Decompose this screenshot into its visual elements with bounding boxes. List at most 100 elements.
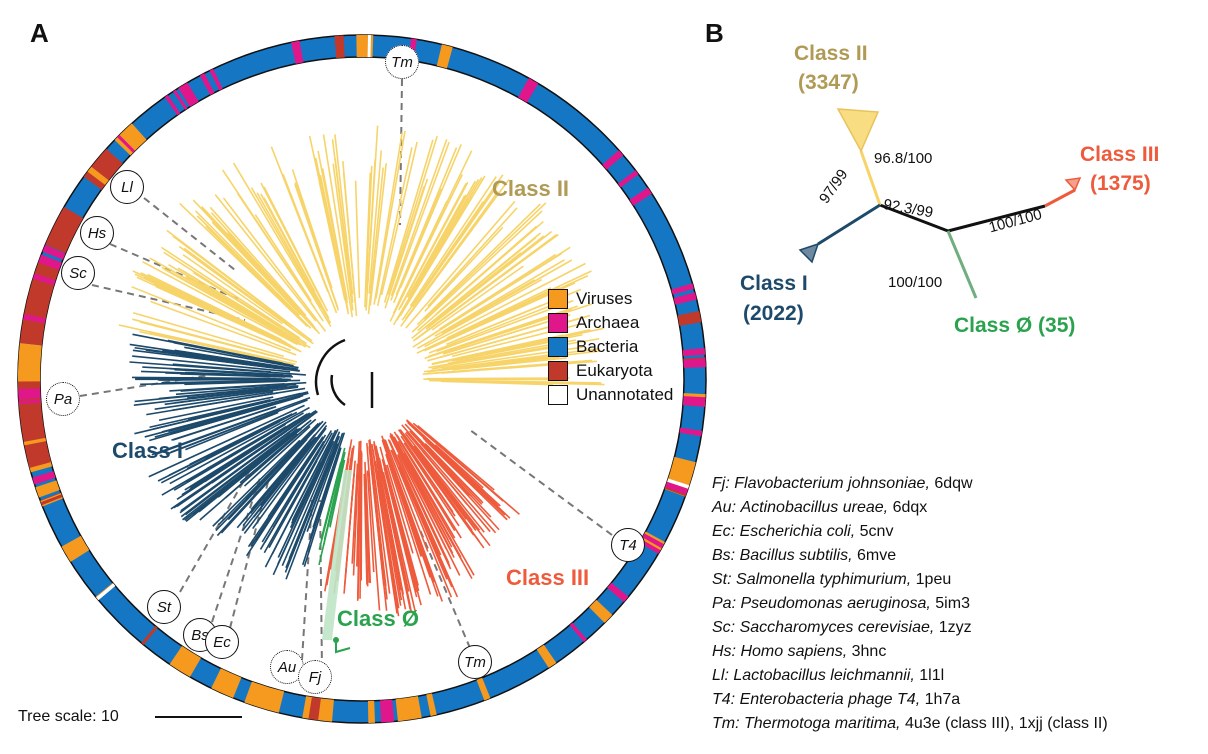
tree-branch bbox=[434, 259, 565, 337]
tree-branch bbox=[261, 440, 325, 543]
ring-segment bbox=[379, 699, 391, 723]
tree-branches bbox=[118, 125, 605, 654]
tree-branch bbox=[179, 202, 309, 328]
tree-branch bbox=[334, 134, 354, 295]
tree-branch bbox=[427, 207, 518, 307]
species-name: Homo sapiens, bbox=[740, 643, 848, 660]
tree-branch bbox=[383, 467, 418, 598]
ring-segment bbox=[395, 696, 422, 722]
tree-branch bbox=[282, 173, 338, 314]
tree-branch bbox=[389, 435, 447, 550]
tree-branch bbox=[149, 257, 307, 348]
tree-branch bbox=[241, 436, 317, 532]
tree-branch bbox=[411, 431, 492, 518]
ring-segment bbox=[639, 539, 661, 553]
tree-branch bbox=[192, 433, 294, 516]
unrooted-class0-label: Class Ø (35) bbox=[954, 314, 1076, 337]
panel-a-letter: A bbox=[30, 18, 49, 48]
tree-branch bbox=[187, 385, 299, 399]
tree-branch bbox=[243, 425, 311, 487]
taxonomy-ring-segments bbox=[18, 35, 706, 723]
tree-branch bbox=[221, 169, 316, 310]
species-pdb: 6dqw bbox=[934, 475, 973, 492]
tree-branch bbox=[425, 230, 553, 330]
ring-segment bbox=[673, 292, 697, 305]
ring-segment bbox=[244, 681, 255, 704]
tree-branch bbox=[397, 443, 464, 562]
tree-branch bbox=[212, 439, 301, 527]
legend-item: Unannotated bbox=[548, 383, 673, 407]
class2-label: Class II bbox=[492, 176, 570, 201]
tree-scale-label: Tree scale: 10 bbox=[18, 708, 119, 725]
tree-branch bbox=[404, 423, 483, 505]
tree-branch bbox=[352, 441, 361, 576]
ring-segment bbox=[23, 314, 46, 324]
tree-branch bbox=[334, 158, 354, 302]
tree-branch bbox=[306, 432, 344, 532]
tree-branch bbox=[401, 200, 485, 321]
ring-segment bbox=[164, 95, 181, 116]
tree-branch bbox=[399, 144, 462, 288]
unrooted-class3-name: Class III bbox=[1080, 143, 1160, 166]
species-pdb: 1h7a bbox=[924, 691, 961, 708]
tree-branch bbox=[384, 439, 429, 552]
tree-branch bbox=[416, 203, 541, 326]
species-pdb: 6mve bbox=[856, 547, 897, 564]
legend-label: Viruses bbox=[576, 289, 633, 308]
ring-segment bbox=[682, 347, 706, 357]
tree-branch bbox=[263, 197, 316, 293]
species-abbr: St: bbox=[712, 571, 732, 588]
class0-connector bbox=[335, 640, 351, 654]
tree-branch bbox=[420, 443, 500, 531]
marker-tm-top: Tm bbox=[385, 45, 419, 79]
tree-branch bbox=[426, 445, 484, 504]
ring-segment bbox=[244, 681, 285, 713]
tree-branch bbox=[328, 452, 346, 521]
tree-branch bbox=[154, 391, 274, 410]
tree-branch bbox=[376, 475, 400, 617]
tree-branch bbox=[178, 245, 305, 338]
marker-st: St bbox=[147, 590, 181, 624]
tree-branch bbox=[376, 460, 407, 610]
tree-branch bbox=[148, 404, 305, 478]
tree-branch bbox=[417, 425, 495, 491]
tree-branch bbox=[373, 132, 403, 305]
ring-segment bbox=[617, 170, 639, 188]
species-abbr: Au: bbox=[712, 499, 737, 516]
tree-branch bbox=[205, 225, 304, 322]
tree-branch bbox=[185, 411, 279, 451]
species-row: Au: Actinobacillus ureae, 6dqx bbox=[712, 496, 1108, 520]
tree-branch bbox=[378, 461, 401, 559]
tree-branch bbox=[170, 409, 280, 454]
tree-branch bbox=[329, 474, 342, 527]
ring-segment bbox=[114, 123, 147, 156]
tree-branch bbox=[369, 163, 388, 306]
tree-branch bbox=[321, 168, 348, 300]
tree-branch bbox=[161, 379, 281, 384]
ring-segment bbox=[536, 644, 557, 668]
tree-branch bbox=[441, 380, 554, 386]
tree-branch bbox=[131, 286, 292, 352]
tree-branch bbox=[299, 448, 337, 544]
tree-branch bbox=[397, 440, 456, 539]
tree-branch bbox=[425, 236, 537, 328]
unrooted-tree bbox=[798, 108, 1082, 299]
unrooted-branch-class3 bbox=[1044, 188, 1076, 208]
tree-branch bbox=[145, 349, 300, 372]
tree-branch bbox=[401, 424, 497, 534]
tree-branch bbox=[158, 385, 288, 400]
species-row: Pa: Pseudomonas aeruginosa, 5im3 bbox=[712, 592, 1108, 616]
tree-branch bbox=[368, 150, 383, 294]
species-abbr: Pa: bbox=[712, 595, 737, 612]
tree-branch bbox=[267, 442, 320, 518]
tree-branch bbox=[256, 192, 332, 324]
ring-segment bbox=[589, 599, 613, 623]
class0-highlight bbox=[322, 470, 352, 640]
tree-branch bbox=[412, 252, 563, 348]
tree-branch bbox=[151, 396, 311, 456]
tree-branch bbox=[142, 366, 269, 375]
tree-branch bbox=[380, 141, 418, 296]
leader-line bbox=[143, 197, 236, 271]
species-pdb: 1l1l bbox=[919, 667, 945, 684]
tree-branch bbox=[174, 386, 299, 404]
